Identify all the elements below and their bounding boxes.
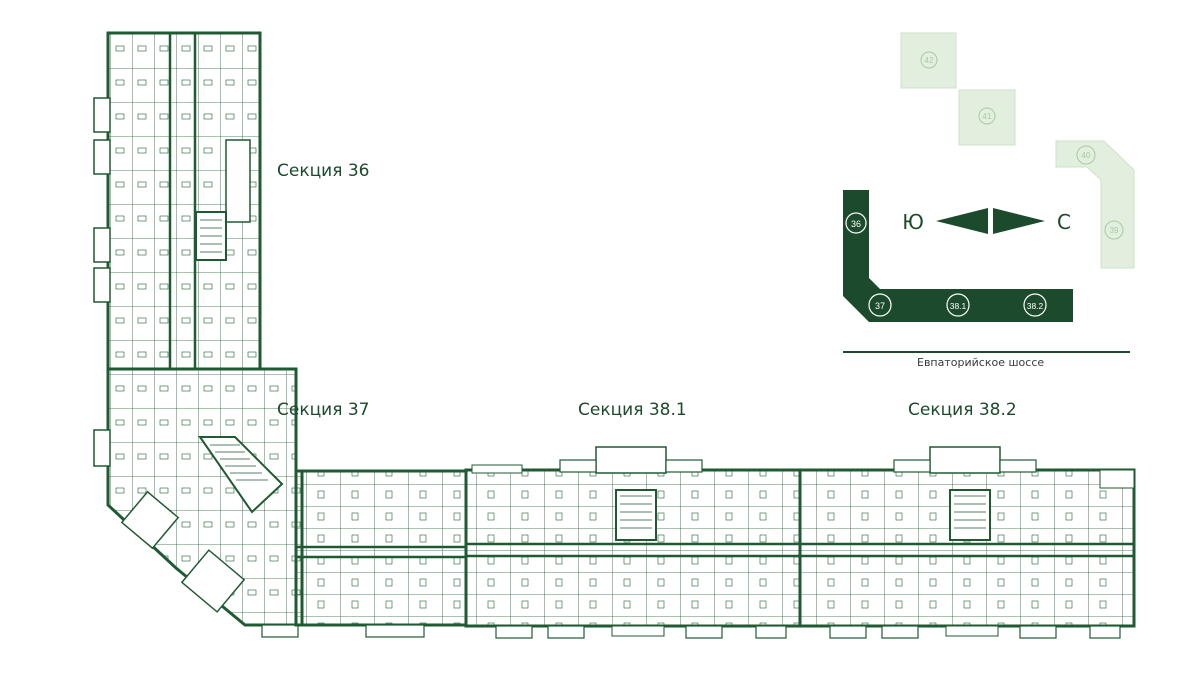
section-38-2-label[interactable]: Секция 38.2 (908, 400, 1017, 420)
neighbor-building-41[interactable]: 41 (958, 89, 1016, 146)
connector-plan (294, 469, 468, 638)
building-36-label: 36 (851, 219, 861, 229)
section-38-1-label[interactable]: Секция 38.1 (578, 400, 687, 420)
compass-north-label: С (1057, 210, 1071, 234)
section-38-1-plan[interactable] (464, 446, 802, 639)
neighbor-label-41: 41 (983, 112, 992, 121)
active-building-complex[interactable]: 36 37 38.1 38.2 (843, 190, 1073, 322)
building-38-1-label: 38.1 (950, 301, 967, 311)
section-37-label[interactable]: Секция 37 (277, 400, 370, 420)
neighbor-label-40: 40 (1082, 151, 1091, 160)
compass: Ю С (902, 208, 1071, 234)
compass-arrow-right-icon (993, 208, 1045, 234)
building-37-label: 37 (875, 301, 885, 311)
section-36-label[interactable]: Секция 36 (277, 161, 370, 181)
section-37-plan[interactable] (93, 367, 304, 638)
section-36-plan[interactable] (93, 31, 262, 371)
neighbor-label-39: 39 (1110, 226, 1119, 235)
section-38-2-plan[interactable] (798, 446, 1136, 639)
neighbor-label-42: 42 (925, 56, 934, 65)
neighbor-building-40-39[interactable]: 40 39 (1055, 140, 1135, 269)
road-label: Евпаторийское шоссе (917, 356, 1045, 369)
neighbor-building-42[interactable]: 42 (900, 32, 957, 89)
compass-arrow-left-icon (936, 208, 988, 234)
compass-south-label: Ю (902, 210, 924, 234)
building-38-2-label: 38.2 (1027, 301, 1044, 311)
minimap: 42 41 40 39 36 37 38.1 38.2 Ю (843, 32, 1135, 353)
